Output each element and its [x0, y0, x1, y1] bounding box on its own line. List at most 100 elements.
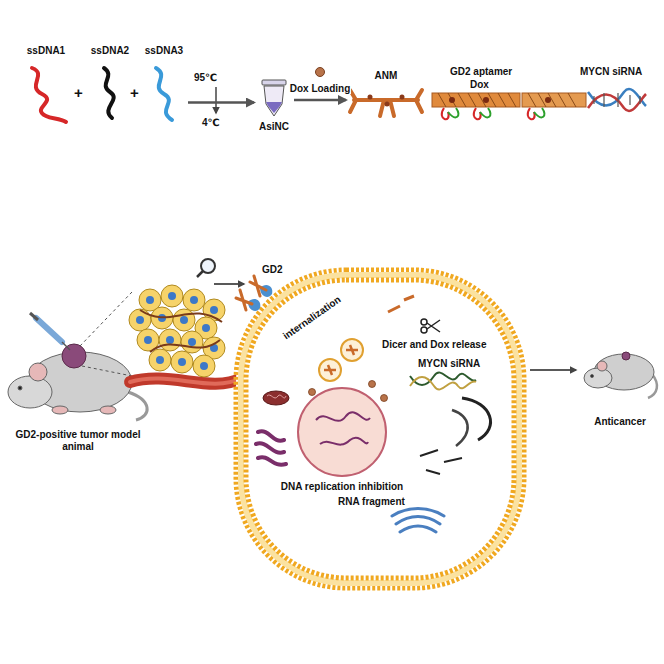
process-arrow [294, 99, 346, 102]
animal-node: GD2-positive tumor model animal [8, 320, 148, 452]
animal-node: Anticancer [580, 335, 660, 427]
annotation-label: 4℃ [202, 117, 220, 129]
dicer-scissors [388, 296, 414, 312]
nanostructure-detail [534, 108, 544, 117]
tumor-tissue [168, 292, 176, 300]
cell-membrane [236, 270, 524, 588]
node-label: DNA replication inhibition [281, 481, 403, 493]
annotation-label: MYCN siRNA [580, 66, 642, 78]
tumor-tissue [149, 349, 171, 371]
dox-dot [316, 68, 325, 77]
magnifier-arrow [197, 271, 203, 277]
tumor-tissue [156, 356, 164, 364]
result-arrow [530, 369, 576, 371]
mouse-figure [30, 313, 38, 320]
cooling-arrow [216, 87, 217, 113]
strand-node: ssDNA1 [20, 45, 72, 125]
nanostructure-detail [528, 108, 535, 119]
tumor-tissue [200, 362, 208, 370]
anm-structure [385, 102, 390, 107]
nanostructure-detail [588, 94, 646, 111]
gd2-binding [236, 276, 272, 311]
annotation-label: RNA fragment [338, 496, 405, 508]
dox-dot [316, 68, 325, 77]
organelle [267, 395, 286, 398]
anm-structure [390, 100, 394, 116]
mouse-figure [597, 361, 607, 371]
cell-membrane [236, 270, 524, 588]
mouse-figure [622, 352, 630, 360]
anm-structure [380, 100, 384, 116]
endosome-vesicle [319, 339, 363, 381]
annotation-label: Dicer and Dox release [382, 339, 487, 351]
nanostructure-detail [483, 97, 489, 103]
mouse-figure [584, 368, 612, 388]
sirna-helix [452, 410, 468, 446]
mouse-figure [128, 392, 147, 420]
nucleus [316, 412, 370, 444]
nucleus-node: DNA replication inhibition [262, 388, 422, 492]
annotation-label: 95℃ [194, 72, 217, 84]
ssdna-strand [104, 68, 114, 118]
magnifier-arrow [214, 283, 244, 285]
tumor-tissue [181, 331, 203, 353]
organelle [256, 391, 444, 532]
result-arrow [530, 370, 576, 371]
endosome-vesicle [319, 359, 341, 381]
nanostructure-detail [432, 89, 646, 119]
annotation-label: Dox [470, 79, 489, 91]
tumor-tissue [188, 338, 196, 346]
tumor-tissue [193, 355, 215, 377]
mouse-figure [584, 352, 657, 398]
anm-structure [416, 100, 422, 112]
tumor-tissue [180, 316, 188, 324]
tumor-tissue [129, 309, 151, 331]
nucleus [298, 388, 386, 476]
annotation-label: + [74, 84, 83, 101]
sirna-helix [410, 373, 476, 385]
sirna-helix [410, 373, 491, 474]
endosome-vesicle [341, 339, 363, 361]
tumor-tissue [136, 316, 144, 324]
dox-particle [381, 395, 388, 402]
annotation-label: GD2 aptamer [450, 66, 512, 78]
annotation-label: GD2 [262, 264, 283, 276]
tumor-tissue [210, 306, 218, 314]
cell-membrane [241, 275, 519, 583]
ssdna-strand [32, 68, 66, 122]
tumor-tissue [166, 336, 174, 344]
annotation-label: MYCN siRNA [418, 358, 480, 370]
gd2-binding [248, 299, 260, 311]
gd2-binding [236, 290, 252, 310]
tumor-tissue [171, 351, 193, 373]
tumor-tissue [161, 285, 183, 307]
tube-icon [262, 80, 286, 85]
nanostructure-detail [442, 108, 449, 119]
node-label: ssDNA1 [27, 45, 65, 57]
nanostructure-detail [449, 97, 455, 103]
ssdna-strand [32, 68, 172, 122]
tumor-tissue [202, 324, 210, 332]
cooling-arrow [215, 87, 217, 113]
node-label: GD2-positive tumor model animal [8, 429, 148, 452]
sirna-helix [420, 450, 462, 474]
dicer-scissors [427, 320, 440, 332]
tumor-tissue [178, 358, 186, 366]
mouse-figure [52, 406, 68, 414]
dicer-scissors [421, 327, 427, 333]
nanostructure-detail [594, 93, 640, 107]
organelle [263, 391, 289, 405]
strand-node: ssDNA2 [88, 45, 132, 123]
annotation-label: + [130, 84, 139, 101]
sirna-helix [410, 377, 476, 389]
dox-particle [369, 381, 376, 388]
tumor-tissue [80, 292, 142, 378]
node-label: ssDNA3 [145, 45, 183, 57]
anm-structure [350, 100, 356, 112]
anm-structure [368, 95, 373, 100]
strand-node: ssDNA3 [140, 45, 188, 125]
edge-label: Dox Loading [289, 83, 352, 95]
gd2-binding [250, 276, 266, 296]
